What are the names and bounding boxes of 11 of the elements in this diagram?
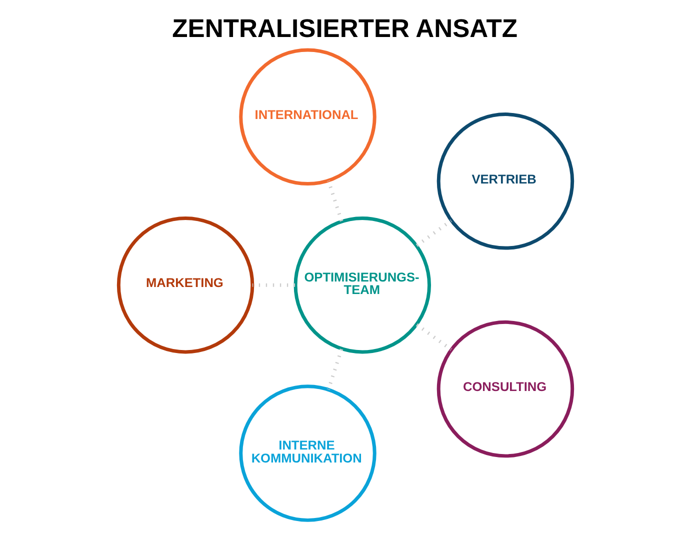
node-circle: INTERNE KOMMUNIKATION: [238, 384, 376, 522]
node-circle: VERTRIEB: [436, 112, 574, 250]
node-circle: INTERNATIONAL: [238, 48, 376, 186]
connector: [415, 219, 452, 247]
connector: [326, 348, 343, 390]
node-circle: CONSULTING: [436, 320, 574, 458]
node-circle: OPTIMISIERUNGS-TEAM: [293, 216, 431, 354]
connector: [415, 323, 452, 351]
connector: [326, 180, 343, 222]
node-circle: MARKETING: [116, 216, 254, 354]
diagram-title: ZENTRALISIERTER ANSATZ: [172, 14, 517, 43]
